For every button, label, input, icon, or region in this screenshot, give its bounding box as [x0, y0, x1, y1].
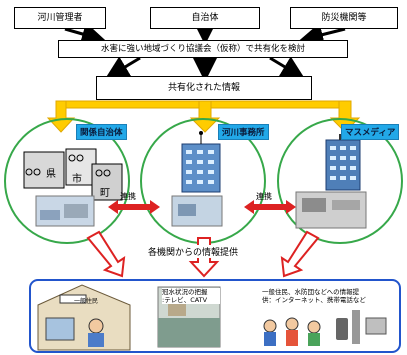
river-office-tower-icon — [171, 131, 223, 227]
tag-river-office: 河川事務所 — [218, 124, 269, 140]
tag-related-municipalities: 関係自治体 — [76, 124, 127, 140]
source-box-disaster-agencies: 防災機関等 — [290, 7, 398, 29]
label-city: 市 — [72, 174, 82, 185]
source-box-municipality: 自治体 — [150, 7, 260, 29]
label-prefecture: 県 — [46, 169, 56, 180]
office-photo — [35, 195, 95, 227]
house-illustration — [37, 284, 131, 351]
agency-circles — [4, 118, 403, 244]
media-note: 冠水状況の把握 :テレビ、CATV — [162, 288, 220, 304]
top-connectors — [64, 21, 346, 47]
label-town: 町 — [100, 188, 110, 199]
link-label-right: 連携 — [256, 192, 272, 201]
source-box-river-manager: 河川管理者 — [14, 7, 106, 29]
resident-sign: 一般住民 — [74, 298, 99, 305]
residents-illustration — [263, 310, 387, 346]
shared-info-box: 共有化された情報 — [96, 76, 312, 100]
media-tower-icon — [295, 134, 367, 229]
tag-mass-media: マスメディア — [341, 124, 400, 140]
link-arrows — [108, 200, 296, 214]
council-connectors — [104, 56, 306, 82]
council-box: 水害に強い地域づくり協議会（仮称）で共有化を検討 — [58, 40, 348, 58]
provision-label: 各機関からの情報提供 — [148, 245, 239, 258]
municipal-buildings-icon — [23, 148, 123, 201]
link-label-left: 連携 — [120, 192, 136, 201]
flood-photo — [157, 286, 221, 348]
info-provision-note: 一般住民、水防団などへの情報提 供：インターネット、携帯電話など — [262, 288, 366, 304]
